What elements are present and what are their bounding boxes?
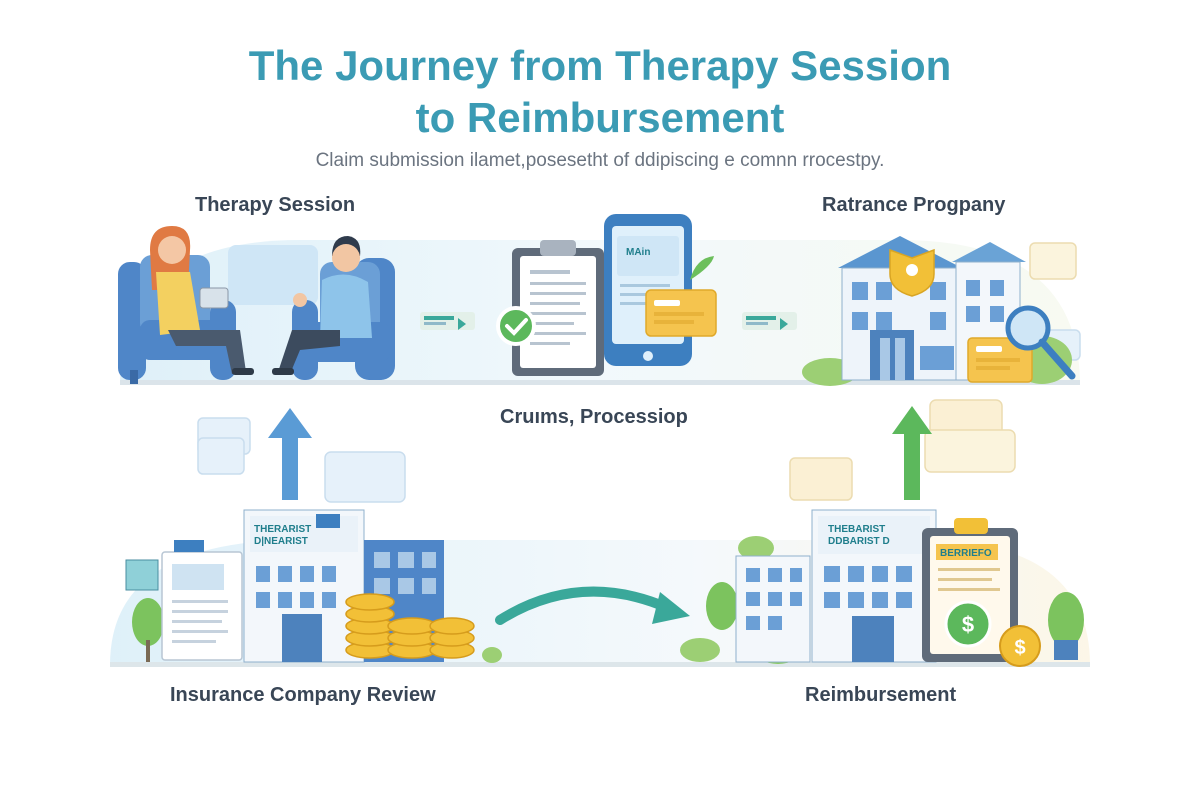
leaf-icon [690, 256, 714, 280]
policy-card-icon [967, 337, 1033, 383]
stage-label-reimbursement: Reimbursement [805, 684, 957, 706]
page-title: The Journey from Therapy Session to Reim… [0, 40, 1200, 144]
title-line-2: to Reimbursement [415, 94, 785, 141]
card-connector-icon [420, 312, 475, 330]
speech-bubble-icon [197, 437, 245, 475]
invoice-header-text: BERRIEFO [940, 548, 992, 559]
speech-bubble-icon [1029, 242, 1077, 280]
sign-line: THERARIST [254, 524, 311, 535]
office-building-icon: THERARIST D|NEARIST [174, 509, 444, 663]
curved-arrow-icon [495, 586, 690, 625]
stage-label-claims-processing: Cruıms, Processiop [500, 406, 688, 428]
client-figure [272, 236, 372, 375]
checkmark-icon [496, 306, 536, 346]
document-icon [161, 551, 243, 661]
dollar-badge-icon: $ [944, 600, 992, 648]
tree-icon [482, 647, 502, 663]
sign-line: D|NEARIST [254, 536, 308, 547]
sign-line: THEBARIST [828, 524, 885, 535]
arrow-up-icon [268, 408, 312, 500]
reimb-building-sign: THEBARIST DDBARIST D [828, 524, 890, 547]
reimbursement-scene: THEBARIST DDBARIST D BERRIEFO [680, 509, 1084, 667]
id-card-icon [645, 289, 717, 337]
svg-text:$: $ [1014, 637, 1025, 659]
gold-coin-icon: $ [999, 625, 1041, 667]
shield-icon [889, 248, 935, 297]
speech-bubble-icon [789, 457, 853, 501]
stage-label-insurance-review: Insurance Company Review [170, 684, 436, 706]
coin-stack-icon [345, 593, 475, 659]
arrow-up-icon [892, 406, 932, 500]
office-building-icon: THEBARIST DDBARIST D [735, 509, 937, 663]
therapist-figure [150, 226, 254, 375]
window-panel [125, 559, 159, 591]
tablet-icon [199, 287, 229, 309]
magnifier-icon [1005, 305, 1076, 380]
clipboard-icon [512, 240, 604, 376]
sign-line: DDBARIST D [828, 536, 890, 547]
tree-icon [132, 598, 164, 662]
review-building-sign: THERARIST D|NEARIST [254, 524, 314, 547]
therapy-session-scene [118, 226, 395, 384]
window-panel [228, 245, 318, 305]
speech-bubble-icons [197, 242, 1081, 503]
speech-bubble-icon [324, 451, 406, 503]
speech-bubble-icon [924, 429, 1016, 473]
small-kiosk-icon [1054, 640, 1078, 660]
phone-screen-text: MAin [626, 247, 650, 258]
title-line-1: The Journey from Therapy Session [248, 42, 952, 89]
insurance-review-scene: THERARIST D|NEARIST [125, 509, 502, 663]
subtitle: Claim submission ilamet,posesetht of ddi… [315, 150, 885, 171]
svg-text:$: $ [962, 612, 974, 637]
stage-label-therapy-session: Therapy Session [195, 194, 356, 216]
card-connector-icon [742, 312, 797, 330]
stage-label-ratrance-progpany: Ratrance Progpany [822, 194, 1006, 216]
